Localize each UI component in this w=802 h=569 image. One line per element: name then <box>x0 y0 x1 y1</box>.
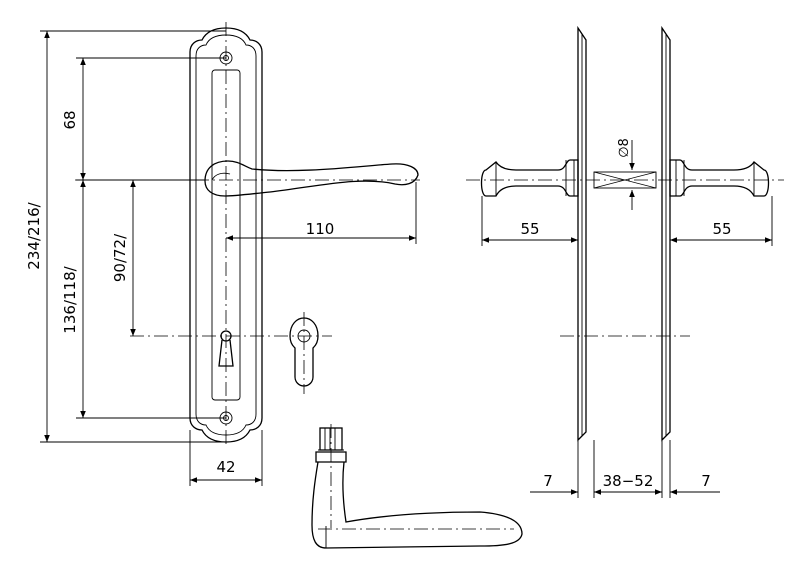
dim-top-offset: 68 <box>61 110 79 129</box>
dim-overall-height: 234/216/ <box>25 201 43 269</box>
dim-door-range: 38−52 <box>603 472 654 490</box>
dim-rose-left: 7 <box>543 472 553 490</box>
dim-lever-length: 110 <box>306 220 335 238</box>
cylinder-profile-icon <box>289 312 319 394</box>
dimension-lines-front <box>40 30 417 486</box>
dim-handle-to-bottom: 136/118/ <box>61 265 79 333</box>
dim-side-left: 55 <box>520 220 539 238</box>
front-lever-handle <box>204 160 419 197</box>
dim-rose-right: 7 <box>701 472 711 490</box>
dim-backset-spacing: 90/72/ <box>111 233 129 282</box>
side-view <box>466 25 784 498</box>
front-view-backplate <box>189 22 263 448</box>
dim-side-right: 55 <box>712 220 731 238</box>
dim-spindle-square: ∅8 <box>617 138 632 158</box>
dim-plate-width: 42 <box>216 458 235 476</box>
lever-detail-view <box>311 424 523 549</box>
